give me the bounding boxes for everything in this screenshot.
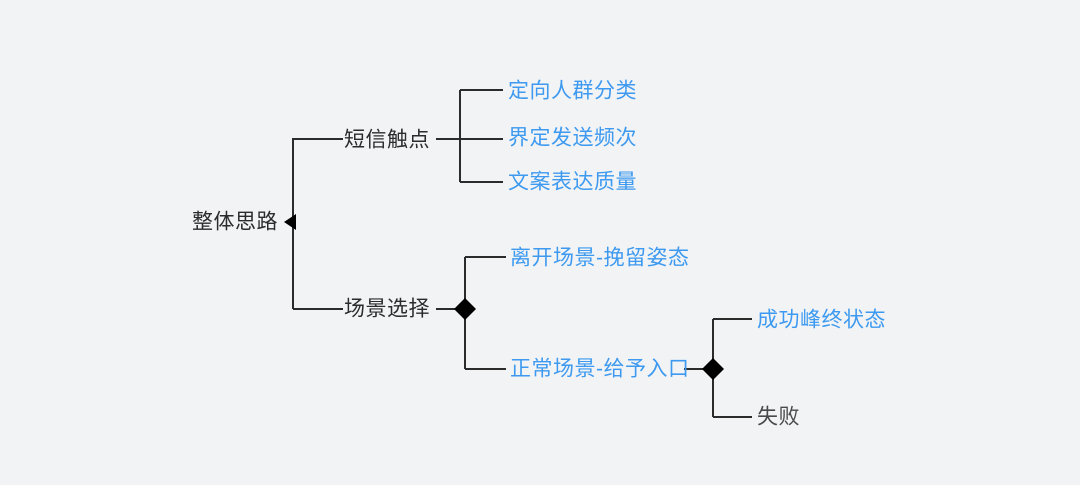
- node-outcome-success[interactable]: 成功峰终状态: [757, 308, 886, 332]
- node-root[interactable]: 整体思路: [192, 210, 278, 234]
- scene-select-diamond-marker: [454, 298, 476, 320]
- node-scene-leaf-normal-entry[interactable]: 正常场景-给予入口: [510, 357, 690, 381]
- sms-branch-edges: [436, 88, 503, 184]
- node-sms-touchpoint[interactable]: 短信触点: [344, 128, 430, 152]
- root-branch-edges: [284, 137, 343, 311]
- node-scene-leaf-exit-retention[interactable]: 离开场景-挽留姿态: [510, 246, 690, 270]
- root-arrow-marker: [284, 214, 296, 230]
- outcome-branch-edges: [684, 317, 752, 419]
- node-outcome-failure[interactable]: 失败: [757, 405, 800, 429]
- node-sms-leaf-targeted-audience[interactable]: 定向人群分类: [508, 79, 637, 103]
- normal-scene-diamond-marker: [702, 358, 724, 380]
- scene-branch-edges: [436, 255, 506, 371]
- node-scene-selection[interactable]: 场景选择: [344, 297, 430, 321]
- node-sms-leaf-send-frequency[interactable]: 界定发送频次: [508, 126, 637, 150]
- node-sms-leaf-copy-quality[interactable]: 文案表达质量: [508, 170, 637, 194]
